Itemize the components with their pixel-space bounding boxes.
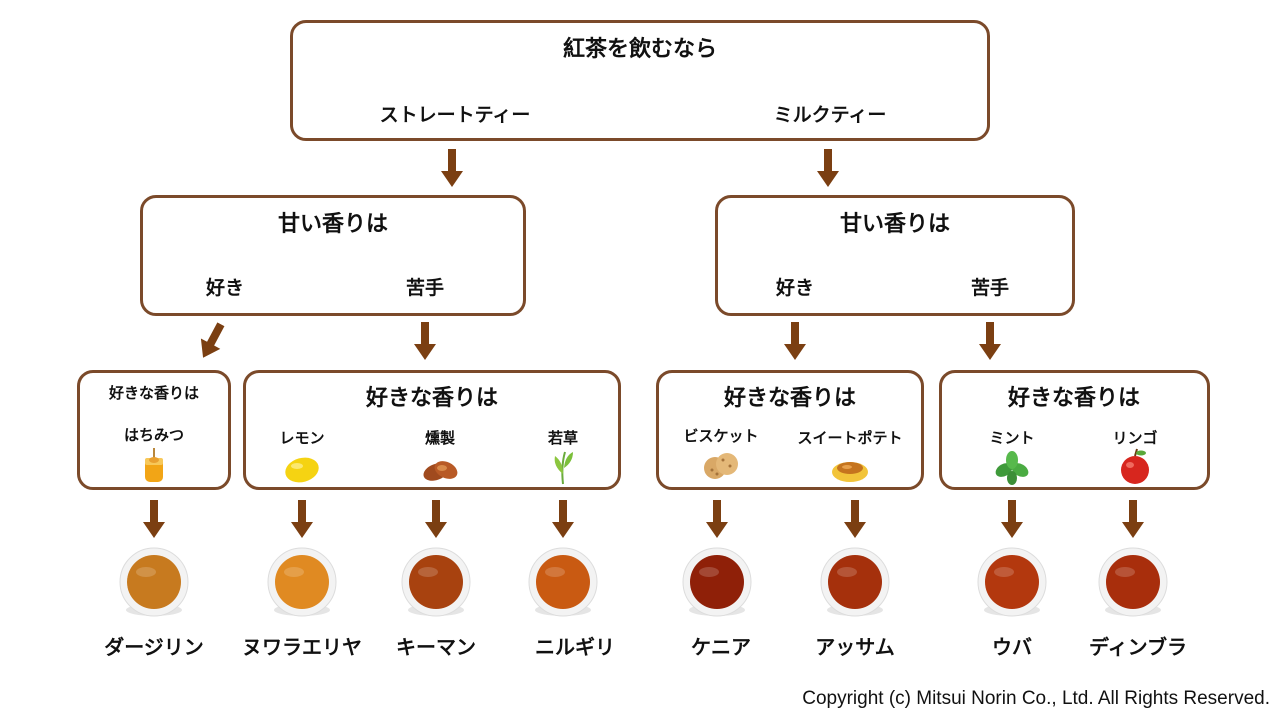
apple-icon <box>1121 448 1149 484</box>
copyright-notice: Copyright (c) Mitsui Norin Co., Ltd. All… <box>802 688 1270 709</box>
tea-cup-uva <box>977 547 1047 617</box>
arrow-to-kenya <box>706 500 728 538</box>
arrow-to-milk <box>817 149 839 187</box>
arrow-straight-like <box>200 322 225 358</box>
aroma-label-mint: ミント <box>989 429 1035 447</box>
arrow-to-straight <box>441 149 463 187</box>
milk-sweet-box <box>715 195 1075 316</box>
aroma-box-2-title: 好きな香りは <box>365 386 499 411</box>
arrow-to-nilgiri <box>552 500 574 538</box>
tea-cup-nilgiri <box>528 547 598 617</box>
aroma-label-lemon: レモン <box>279 429 325 447</box>
top-question-box <box>290 20 990 141</box>
tea-cup-darjeeling <box>119 547 189 617</box>
young-grass-icon <box>554 451 573 485</box>
milk-dislike: 苦手 <box>970 277 1010 299</box>
tea-name-darjeeling: ダージリン <box>104 635 204 659</box>
arrow-milk-like <box>784 322 806 360</box>
option-milk-tea: ミルクティー <box>773 104 887 126</box>
milk-like: 好き <box>775 277 815 299</box>
tea-name-nilgiri: ニルギリ <box>535 635 615 659</box>
lemon-icon <box>285 457 319 483</box>
aroma-label-apple: リンゴ <box>1112 429 1158 447</box>
arrow-to-uva <box>1001 500 1023 538</box>
aroma-box-biscuit-potato <box>656 370 924 490</box>
tea-name-assam: アッサム <box>815 635 895 659</box>
tea-name-uva: ウバ <box>992 635 1032 659</box>
aroma-box-mint-apple <box>939 370 1210 490</box>
tea-cup-keemun <box>401 547 471 617</box>
aroma-label-biscuit: ビスケット <box>683 427 759 445</box>
aroma-box-4-title: 好きな香りは <box>1007 386 1141 411</box>
arrow-to-keemun <box>425 500 447 538</box>
tea-cup-kenya <box>682 547 752 617</box>
straight-sweet-title: 甘い香りは <box>277 212 389 237</box>
tea-name-kenya: ケニア <box>691 635 751 659</box>
sweet-potato-icon <box>832 462 868 482</box>
aroma-label-honey: はちみつ <box>123 426 185 444</box>
biscuit-icon <box>704 453 738 479</box>
straight-sweet-box <box>140 195 526 316</box>
arrow-to-nuwara-eliya <box>291 500 313 538</box>
aroma-label-grass: 若草 <box>547 429 579 447</box>
milk-sweet-title: 甘い香りは <box>839 212 951 237</box>
aroma-label-sweet-potato: スイートポテト <box>797 429 903 447</box>
tea-name-keemun: キーマン <box>396 635 476 659</box>
straight-like: 好き <box>205 277 245 299</box>
arrow-straight-dislike <box>414 322 436 360</box>
tea-cup-assam <box>820 547 890 617</box>
option-straight-tea: ストレートティー <box>379 104 531 126</box>
smoked-meat-icon <box>423 461 458 481</box>
tea-name-dimbula: ディンブラ <box>1089 635 1187 659</box>
arrow-to-dimbula <box>1122 500 1144 538</box>
top-question-title: 紅茶を飲むなら <box>562 37 718 62</box>
mint-icon <box>995 451 1029 485</box>
honey-icon <box>145 448 163 482</box>
arrow-to-assam <box>844 500 866 538</box>
tea-cup-dimbula <box>1098 547 1168 617</box>
arrow-milk-dislike <box>979 322 1001 360</box>
aroma-box-3-title: 好きな香りは <box>723 386 857 411</box>
tea-name-nuwara-eliya: ヌワラエリヤ <box>242 635 362 659</box>
tea-cup-nuwara-eliya <box>267 547 337 617</box>
arrow-to-darjeeling <box>143 500 165 538</box>
aroma-box-honey-title: 好きな香りは <box>108 384 200 402</box>
straight-dislike: 苦手 <box>405 277 445 299</box>
aroma-label-smoke: 燻製 <box>424 429 456 447</box>
